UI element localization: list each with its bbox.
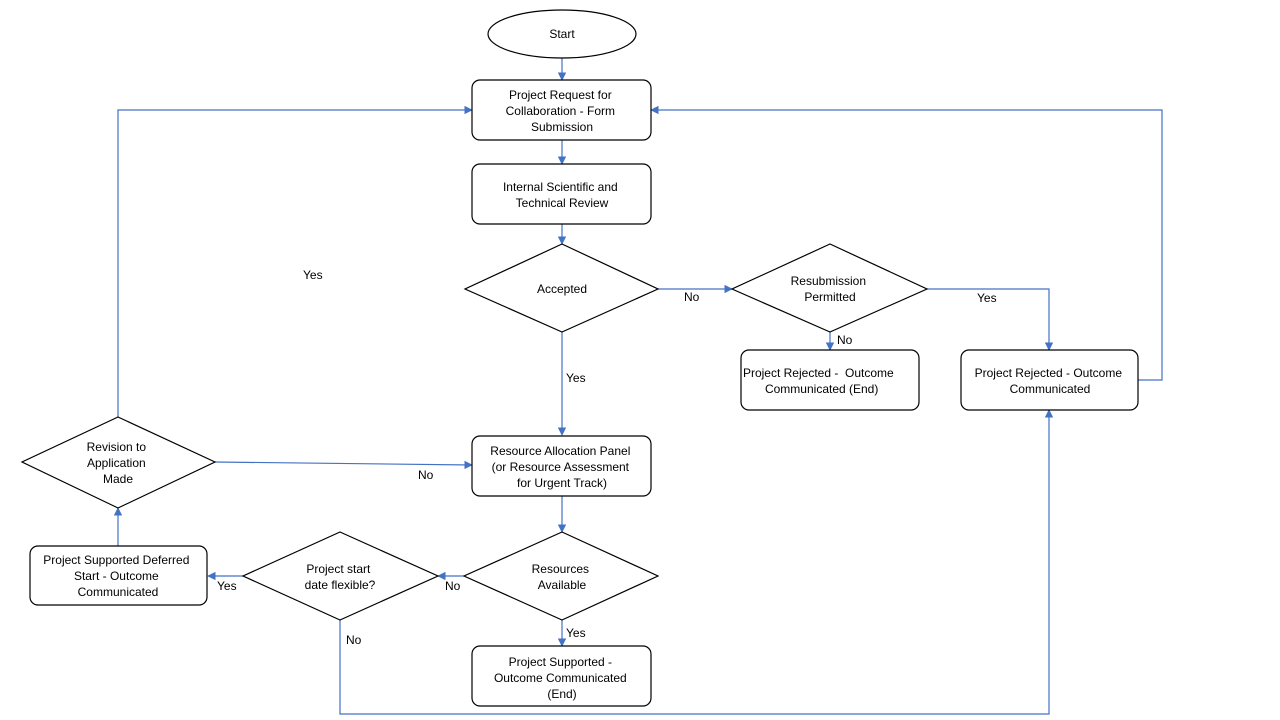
node-labels: Start Project Request for Collaboration …	[0, 0, 1126, 701]
edge-revision-no	[214, 460, 473, 470]
form-submission-label: Project Request for Collaboration - Form…	[506, 88, 619, 134]
internal-review-box	[471, 163, 652, 225]
resources-no-label: No	[445, 579, 461, 593]
supported-end-label: Project Supported - Outcome Communicated…	[494, 655, 630, 701]
accepted-no-label: No	[684, 290, 700, 304]
resubmission-yes-label: Yes	[977, 291, 997, 305]
revision-yes-label: Yes	[303, 268, 323, 282]
revision-no-label: No	[418, 468, 434, 482]
connectors	[113, 58, 1163, 715]
start-label: Start	[549, 27, 575, 41]
resources-available-label: Resources Available	[532, 562, 593, 592]
edge-rejected-loop-to-form	[650, 105, 1163, 381]
flexible-yes-label: Yes	[217, 579, 237, 593]
start-flexible-decision	[241, 531, 440, 621]
edge-flexible-no	[339, 409, 1054, 715]
edge-labels: Yes No Yes No Yes No Yes No Yes No	[217, 268, 997, 647]
form-submission-box	[471, 79, 652, 141]
accepted-label: Accepted	[537, 282, 587, 296]
resubmission-decision	[730, 243, 929, 333]
revision-decision	[20, 416, 217, 509]
rejected-end-box	[740, 349, 920, 411]
rejected-outcome-box	[960, 349, 1139, 411]
edge-resubmission-yes	[927, 288, 1054, 351]
edge-revision-yes	[117, 105, 473, 417]
flexible-no-label: No	[346, 633, 362, 647]
supported-deferred-label: Project Supported Deferred Start - Outco…	[43, 553, 192, 599]
resubmission-no-label: No	[837, 333, 853, 347]
resubmission-label: Resubmission Permitted	[791, 274, 870, 304]
resources-yes-label: Yes	[566, 626, 586, 640]
accepted-decision	[463, 243, 660, 333]
start-terminal	[487, 9, 637, 59]
supported-deferred-box	[29, 545, 208, 606]
shapes	[20, 9, 1139, 707]
rejected-outcome-label: Project Rejected - Outcome Communicated	[975, 366, 1126, 396]
start-flexible-label: Project start date flexible?	[305, 562, 376, 592]
accepted-yes-label: Yes	[566, 371, 586, 385]
supported-end-box	[471, 645, 652, 707]
resource-panel-label: Resource Allocation Panel (or Resource A…	[490, 444, 633, 490]
revision-label: Revision to Application Made	[87, 440, 150, 486]
rejected-end-label: Project Rejected - Outcome Communicated …	[0, 0, 917, 396]
internal-review-label: Internal Scientific and Technical Review	[503, 180, 621, 210]
resource-panel-box	[471, 435, 652, 497]
resources-decision	[462, 531, 660, 621]
